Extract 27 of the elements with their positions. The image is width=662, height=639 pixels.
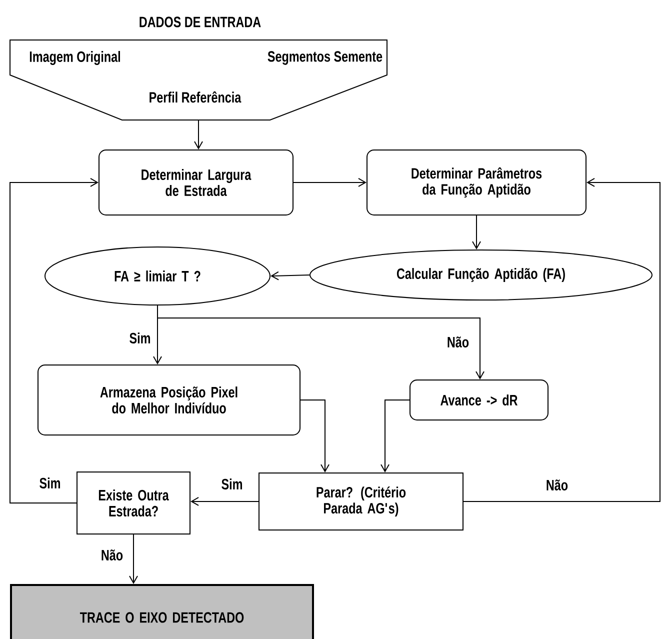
process-box: Determinar Largura de Estrada	[98, 150, 294, 216]
edge-label: Sim	[128, 331, 152, 344]
process-box: Armazena Posição Pixel do Melhor Indivíduo	[38, 364, 300, 436]
arrow	[10, 178, 98, 504]
input-label: Imagem Original	[30, 50, 120, 66]
edge-label: Sim	[38, 476, 62, 490]
decision-box: Existe Outra Estrada?	[76, 472, 190, 534]
input-label: Segmentos Semente	[268, 51, 382, 65]
decision-box: Parar? (Critério Parada AG's)	[258, 472, 464, 530]
result-box: TRACE O EIXO DETECTADO	[10, 584, 314, 639]
arrow	[463, 178, 660, 502]
edge-label: Sim	[220, 477, 244, 490]
arrow	[293, 178, 366, 187]
process-box: Determinar Parâmetros da Função Aptidão	[366, 150, 586, 216]
process-box: Avance -> dR	[410, 380, 548, 420]
edge-label: Não	[544, 478, 570, 492]
input-label: Perfil Referência	[150, 91, 242, 103]
arrow	[129, 534, 138, 584]
heading: DADOS DE ENTRADA	[140, 16, 261, 28]
edge-label: Não	[100, 548, 124, 562]
arrow	[472, 215, 481, 250]
arrow	[190, 497, 259, 506]
arrow	[380, 400, 410, 472]
arrow	[194, 120, 203, 150]
edge-label: Não	[446, 336, 470, 348]
arrow	[300, 400, 330, 472]
arrow	[270, 271, 310, 280]
